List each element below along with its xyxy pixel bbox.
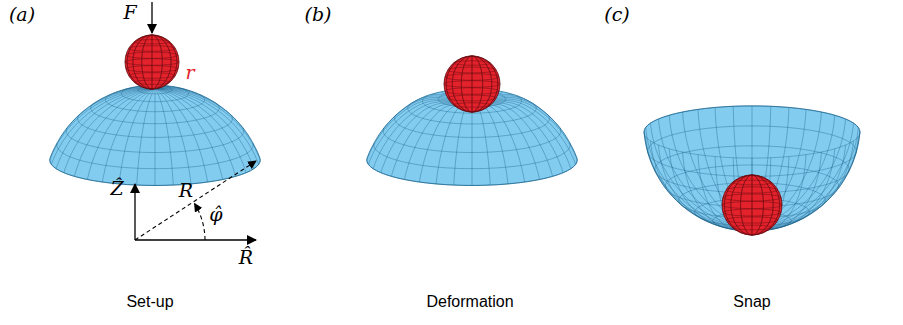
rigid-sphere bbox=[444, 56, 500, 112]
shell-gridline bbox=[383, 128, 561, 152]
sphere-group bbox=[125, 35, 782, 235]
sphere-gridline bbox=[142, 35, 163, 89]
r-axis bbox=[135, 239, 256, 240]
shell-gridline bbox=[231, 115, 233, 119]
sphere-gridline bbox=[133, 35, 171, 89]
radius-label: R bbox=[179, 181, 193, 200]
shell-group bbox=[50, 85, 860, 231]
radius-line bbox=[135, 161, 256, 240]
shell-gridline bbox=[176, 87, 189, 93]
sphere-gridline bbox=[461, 56, 482, 112]
force-arrow bbox=[151, 2, 152, 33]
shell-gridline bbox=[472, 104, 490, 185]
shell-gridline bbox=[395, 115, 550, 138]
panel-label: (c) bbox=[604, 5, 629, 24]
shell-gridline bbox=[373, 102, 472, 169]
shell-gridline bbox=[436, 104, 472, 184]
sphere-body bbox=[722, 175, 782, 235]
shell-gridline bbox=[78, 115, 233, 138]
shell-gridline bbox=[155, 88, 191, 183]
shell-gridline bbox=[121, 87, 188, 102]
rigid-sphere bbox=[722, 175, 782, 235]
shell-gridline bbox=[50, 160, 260, 185]
sphere-gridline bbox=[446, 56, 498, 112]
sphere-gridline bbox=[472, 56, 473, 112]
shell-gridline bbox=[155, 88, 156, 185]
shell-gridline bbox=[374, 143, 570, 168]
shell-gridline bbox=[569, 143, 570, 145]
axis-label: R̂ bbox=[239, 248, 253, 267]
panel-label: (b) bbox=[305, 5, 332, 24]
shell-gridline bbox=[87, 88, 155, 179]
shell-gridline bbox=[155, 88, 236, 176]
sphere-gridline bbox=[446, 56, 498, 112]
axis-label: Ẑ bbox=[110, 179, 123, 198]
sphere-gridline bbox=[731, 175, 773, 235]
sphere-gridline bbox=[461, 56, 482, 112]
sphere-gridline bbox=[731, 175, 773, 235]
radius-label: r bbox=[185, 63, 194, 82]
shell-gridline bbox=[66, 128, 244, 152]
shell-gridline bbox=[155, 88, 259, 164]
shell-gridline bbox=[472, 99, 577, 160]
sphere-gridline bbox=[133, 35, 171, 89]
shell-gridline bbox=[391, 104, 472, 176]
shell-gridline bbox=[199, 94, 205, 100]
shell-gridline bbox=[119, 88, 155, 183]
shell-gridline bbox=[472, 102, 571, 169]
shell-gridline bbox=[367, 99, 472, 160]
shell-gridline bbox=[252, 143, 253, 145]
sphere-gridline bbox=[752, 175, 753, 235]
shell-surface bbox=[50, 85, 260, 185]
shell-gridline bbox=[367, 160, 577, 185]
shell-gridline bbox=[155, 88, 223, 179]
sphere-gridline bbox=[152, 35, 153, 89]
shell-gridline bbox=[242, 128, 244, 131]
sphere-body bbox=[444, 56, 500, 112]
shell-gridline bbox=[454, 104, 472, 185]
sphere-gridline bbox=[452, 56, 492, 112]
panel-label: (a) bbox=[9, 5, 35, 24]
shell-gridline bbox=[57, 143, 253, 168]
shell-gridline bbox=[472, 104, 525, 182]
panel-caption: Snap bbox=[733, 294, 770, 310]
force-label: F bbox=[123, 3, 136, 22]
shell-gridline bbox=[516, 96, 522, 102]
rigid-sphere bbox=[125, 35, 179, 89]
shell-gridline bbox=[472, 104, 473, 185]
angle-arc bbox=[195, 204, 206, 241]
shell-gridline bbox=[472, 103, 563, 173]
shell-gridline bbox=[419, 104, 472, 182]
sphere-body bbox=[125, 35, 179, 89]
sphere-gridline bbox=[724, 175, 779, 235]
shell-gridline bbox=[548, 115, 550, 119]
angle-label: φ̂ bbox=[209, 205, 222, 224]
shell-gridline bbox=[472, 104, 508, 184]
sphere-gridline bbox=[741, 175, 764, 235]
z-axis bbox=[134, 184, 135, 240]
shell-gridline bbox=[532, 103, 536, 108]
panel-caption: Deformation bbox=[426, 294, 513, 310]
spherical-shell bbox=[50, 85, 260, 185]
panel-caption: Set-up bbox=[126, 294, 173, 310]
sphere-gridline bbox=[452, 56, 492, 112]
sphere-gridline bbox=[724, 175, 779, 235]
shell-gridline bbox=[105, 94, 204, 112]
sphere-gridline bbox=[741, 175, 764, 235]
sphere-gridline bbox=[142, 35, 163, 89]
sphere-gridline bbox=[127, 35, 177, 89]
shell-gridline bbox=[644, 106, 860, 158]
shell-gridline bbox=[91, 103, 219, 124]
sphere-gridline bbox=[127, 35, 177, 89]
shell-gridline bbox=[215, 103, 219, 108]
shell-gridline bbox=[559, 128, 561, 131]
